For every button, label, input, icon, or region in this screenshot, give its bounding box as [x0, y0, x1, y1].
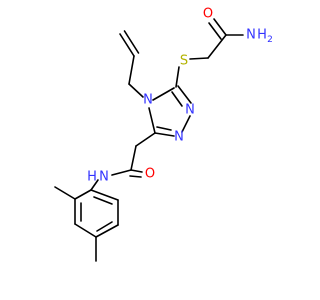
atom-label-hydrogen-amide-bottom: H	[87, 170, 97, 185]
bond-ring-c3-n4	[148, 107, 156, 134]
atom-label-nitrogen-ring-right-1: N	[185, 103, 195, 118]
atom-label-oxygen-top: O	[203, 7, 213, 22]
atom-label-hydrogen-amide-top: H	[257, 28, 267, 43]
bond-aryl-6-1	[90, 189, 119, 201]
bond-aryl-4-5	[95, 224, 119, 238]
bond-allyl-double-b	[123, 30, 140, 54]
bond-ring-n4-c5	[152, 87, 175, 101]
bond-s-ch2	[189, 57, 209, 60]
atom-label-nitrogen-ring-right-2: N	[174, 130, 184, 145]
bond-top-co-b	[208, 22, 222, 40]
bond-c3-ch2	[135, 132, 156, 147]
atom-label-subscript-amide-top: 2	[267, 35, 273, 45]
bond-bottom-c-n	[111, 169, 132, 176]
bond-aryl-3-4	[74, 223, 97, 238]
bond-aryl-6-1-inner	[93, 196, 113, 205]
bond-ring-c5-n1	[177, 85, 192, 104]
atom-label-layer: O N H 2 S N N N H N O	[87, 7, 273, 185]
bond-top-co-a	[213, 18, 227, 36]
bond-c5-s	[175, 66, 180, 88]
bond-ch2-carbonyl-bottom	[130, 145, 137, 171]
atom-label-nitrogen-ring-top: N	[143, 93, 153, 108]
bond-aryl-4-5-inner	[96, 221, 113, 232]
bond-ch2-carbonyl	[207, 34, 227, 59]
bond-bottom-co-b	[129, 175, 142, 178]
bond-bottom-co-a	[130, 169, 143, 173]
bond-allyl-double-a	[119, 33, 135, 57]
atom-label-nitrogen-amide-bottom: N	[99, 170, 109, 185]
atom-label-nitrogen-amide-top: N	[246, 28, 256, 43]
bond-methyl-ortho	[54, 186, 76, 200]
molecule-structure-canvas: O N H 2 S N N N H N O	[54, 7, 273, 262]
bond-aryl-1-2	[74, 189, 92, 200]
bond-ring-n2-c3	[154, 132, 175, 137]
bond-ring-n1-n2	[181, 115, 191, 133]
bond-ring-n2-c3-inner	[156, 126, 172, 131]
molecule-diagram: O N H 2 S N N N H N O	[54, 7, 273, 262]
bond-layer	[54, 18, 244, 262]
atom-label-oxygen-bottom: O	[145, 167, 155, 182]
bond-allyl-single	[128, 55, 135, 85]
bond-allyl-to-ring-n	[128, 83, 144, 98]
bond-n-aryl	[90, 179, 99, 191]
atom-label-sulfur: S	[180, 54, 188, 69]
bond-ring-c5-n1-inner	[171, 91, 183, 107]
